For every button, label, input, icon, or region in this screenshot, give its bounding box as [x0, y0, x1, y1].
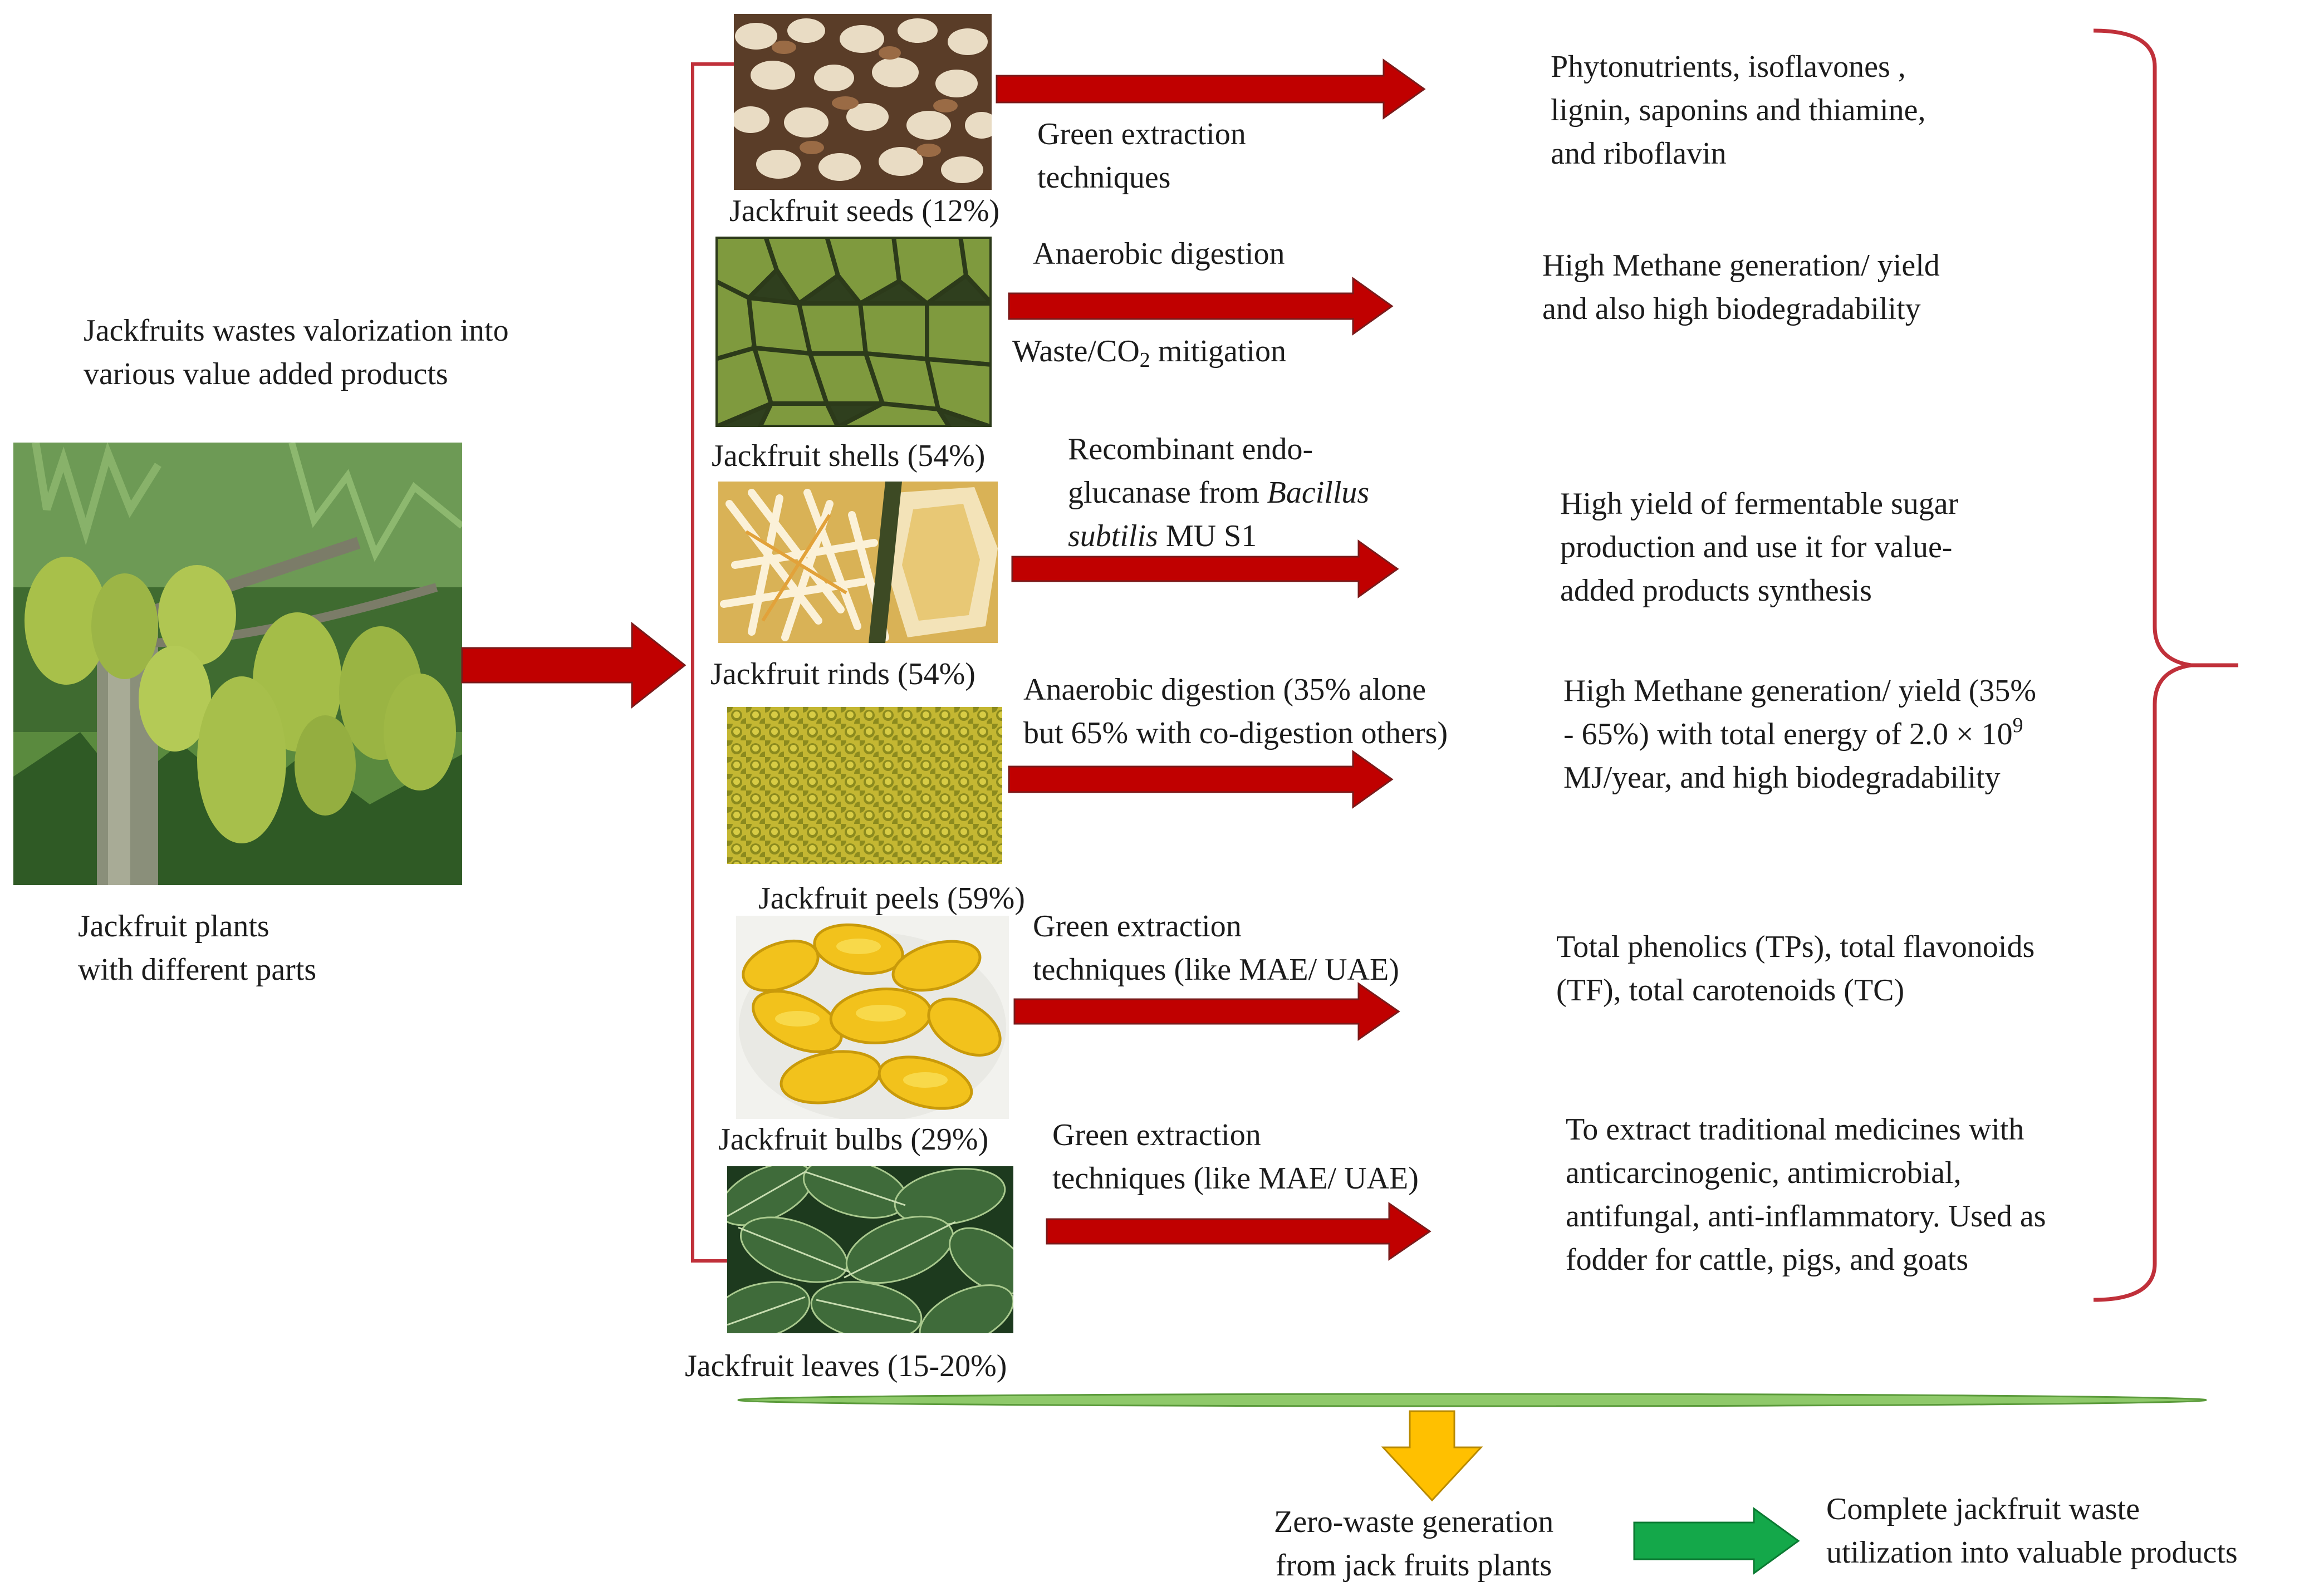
- seeds-arrow: [996, 58, 1426, 120]
- peels-process: Anaerobic digestion (35% alone but 65% w…: [1023, 672, 1448, 750]
- bulbs-result: Total phenolics (TPs), total flavonoids …: [1556, 930, 2035, 1008]
- final-outcome-label: Complete jackfruit waste utilization int…: [1826, 1492, 2238, 1570]
- leaves-arrow: [1046, 1202, 1432, 1261]
- shells-photo: [715, 237, 992, 427]
- rinds-photo: [718, 482, 998, 643]
- seeds-photo: [734, 14, 992, 190]
- shells-label: Jackfruit shells (54%): [712, 439, 986, 473]
- tree-to-parts-arrow: [461, 621, 687, 709]
- rinds-label: Jackfruit rinds (54%): [710, 657, 975, 691]
- shells-process-top: Anaerobic digestion: [1033, 237, 1285, 271]
- leaves-photo: [727, 1166, 1013, 1333]
- bulbs-arrow: [1013, 982, 1400, 1041]
- yellow-down-arrow: [1381, 1410, 1483, 1502]
- rinds-process: Recombinant endo-glucanase from Bacillus…: [1068, 432, 1370, 553]
- peels-label: Jackfruit peels (59%): [758, 881, 1025, 916]
- green-bar: [737, 1393, 2207, 1407]
- seeds-label: Jackfruit seeds (12%): [729, 194, 1000, 228]
- peels-photo: [727, 707, 1002, 864]
- bulbs-label: Jackfruit bulbs (29%): [718, 1122, 989, 1157]
- bulbs-photo: [736, 916, 1009, 1119]
- shells-process-bottom: Waste/CO2 mitigation: [1012, 334, 1287, 372]
- seeds-result: Phytonutrients, isoflavones , lignin, sa…: [1551, 50, 1926, 171]
- rinds-result: High yield of fermentable sugar producti…: [1560, 487, 1959, 608]
- peels-result: High Methane generation/ yield (35%- 65%…: [1563, 674, 2037, 795]
- peels-arrow: [1008, 750, 1394, 809]
- plant-caption: Jackfruit plants with different parts: [78, 909, 317, 987]
- leaves-result: To extract traditional medicines with an…: [1566, 1112, 2046, 1277]
- left-bracket: [691, 62, 734, 1263]
- seeds-process: Green extraction techniques: [1037, 117, 1246, 195]
- bulbs-process: Green extraction techniques (like MAE/ U…: [1033, 909, 1399, 987]
- shells-arrow: [1008, 277, 1394, 336]
- jackfruit-tree-photo: [13, 443, 462, 885]
- rinds-arrow: [1011, 539, 1399, 598]
- leaves-label: Jackfruit leaves (15-20%): [685, 1349, 1007, 1383]
- right-curly-bracket: [2093, 28, 2238, 1302]
- leaves-process: Green extraction techniques (like MAE/ U…: [1052, 1118, 1419, 1196]
- shells-result: High Methane generation/ yield and also …: [1542, 248, 1940, 326]
- green-right-arrow: [1633, 1507, 1800, 1575]
- diagram-title: Jackfruits wastes valorization into vari…: [84, 313, 509, 391]
- zero-waste-label: Zero-waste generation from jack fruits p…: [1274, 1505, 1554, 1583]
